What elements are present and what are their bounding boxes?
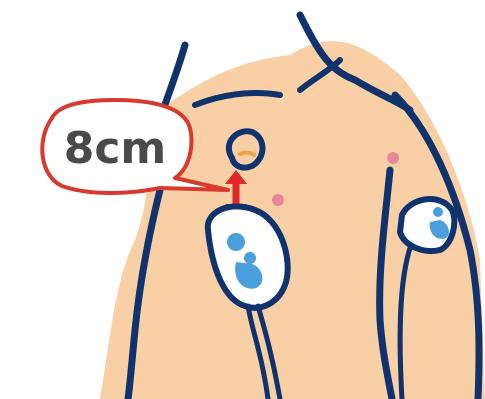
- nipple-left: [229, 131, 263, 167]
- skin-spot-2: [387, 152, 399, 164]
- skin-spot-1: [272, 194, 284, 206]
